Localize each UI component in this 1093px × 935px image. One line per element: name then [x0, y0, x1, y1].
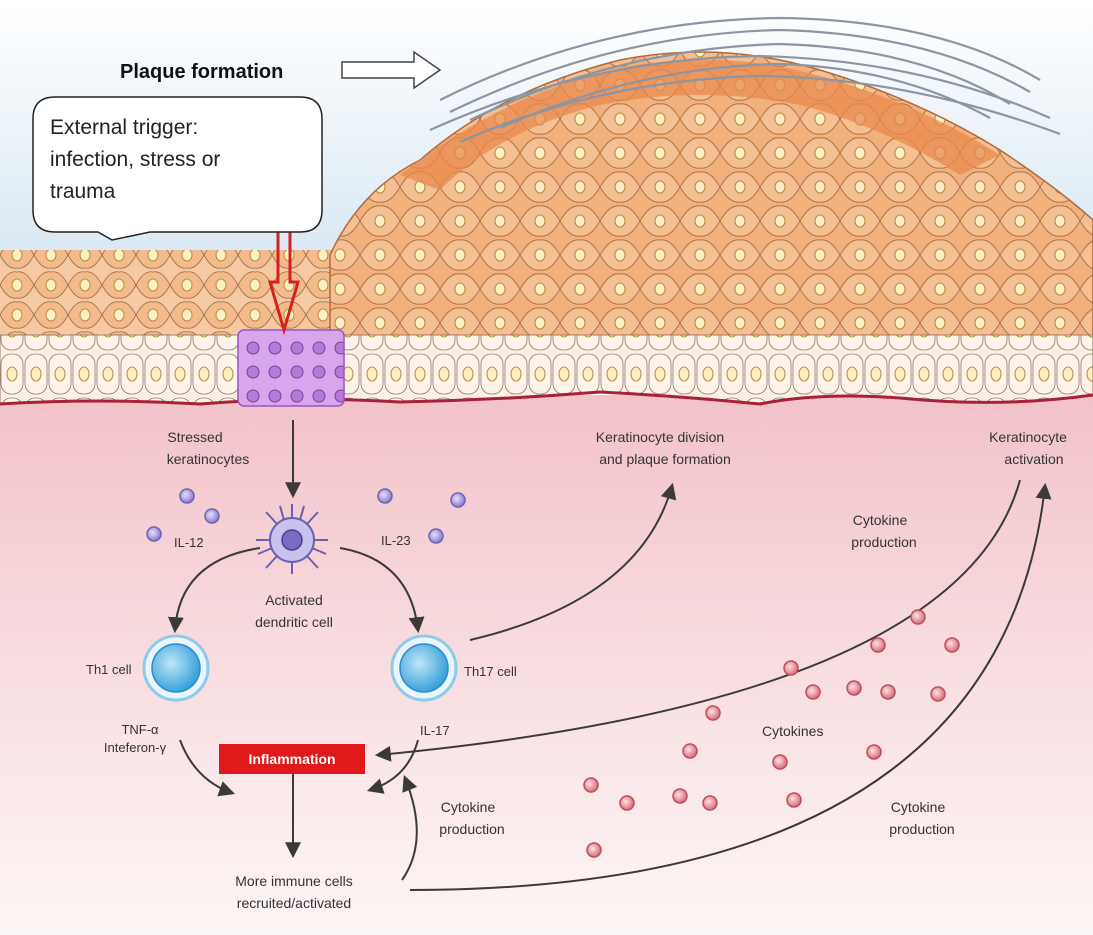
stressed-keratinocytes-region — [238, 330, 344, 406]
th17-cell — [392, 636, 456, 700]
cytokine-production-bottom-label-2: production — [889, 821, 954, 837]
il12-label: IL-12 — [174, 535, 204, 550]
trigger-callout-line-2: infection, stress or — [50, 148, 220, 171]
il23-label: IL-23 — [381, 533, 411, 548]
inflammation-label: Inflammation — [248, 751, 335, 767]
activated-dendritic-cell-label-1: Activated — [265, 592, 323, 608]
cytokine-production-middle-label-2: production — [439, 821, 504, 837]
cytokine-production-top-label-2: production — [851, 534, 916, 550]
stressed-keratinocytes-label-2: keratinocytes — [167, 451, 249, 467]
interferon-gamma-label: Inteferon-γ — [104, 740, 167, 755]
plaque-formation-title: Plaque formation — [120, 61, 283, 83]
trigger-callout-line-1: External trigger: — [50, 116, 198, 139]
cytokine-production-middle-label-1: Cytokine — [441, 799, 496, 815]
keratinocyte-activation-label-2: activation — [1004, 451, 1063, 467]
keratinocyte-division-label-2: and plaque formation — [599, 451, 731, 467]
activated-dendritic-cell-label-2: dendritic cell — [255, 614, 333, 630]
more-immune-cells-label-2: recruited/activated — [237, 895, 351, 911]
cytokine-production-top-label-1: Cytokine — [853, 512, 908, 528]
cytokine-production-bottom-label-1: Cytokine — [891, 799, 946, 815]
trigger-callout-line-3: trauma — [50, 180, 116, 203]
cytokines-label: Cytokines — [762, 723, 823, 739]
th1-cell — [144, 636, 208, 700]
stressed-keratinocytes-label-1: Stressed — [167, 429, 222, 445]
more-immune-cells-label-1: More immune cells — [235, 873, 352, 889]
epidermis-basal-layer — [0, 335, 1093, 404]
keratinocyte-division-label-1: Keratinocyte division — [596, 429, 724, 445]
keratinocyte-activation-label-1: Keratinocyte — [989, 429, 1067, 445]
tnf-alpha-label: TNF-α — [121, 722, 159, 737]
th17-cell-label: Th17 cell — [464, 664, 517, 679]
il17-label: IL-17 — [420, 723, 450, 738]
th1-cell-label: Th1 cell — [86, 662, 132, 677]
